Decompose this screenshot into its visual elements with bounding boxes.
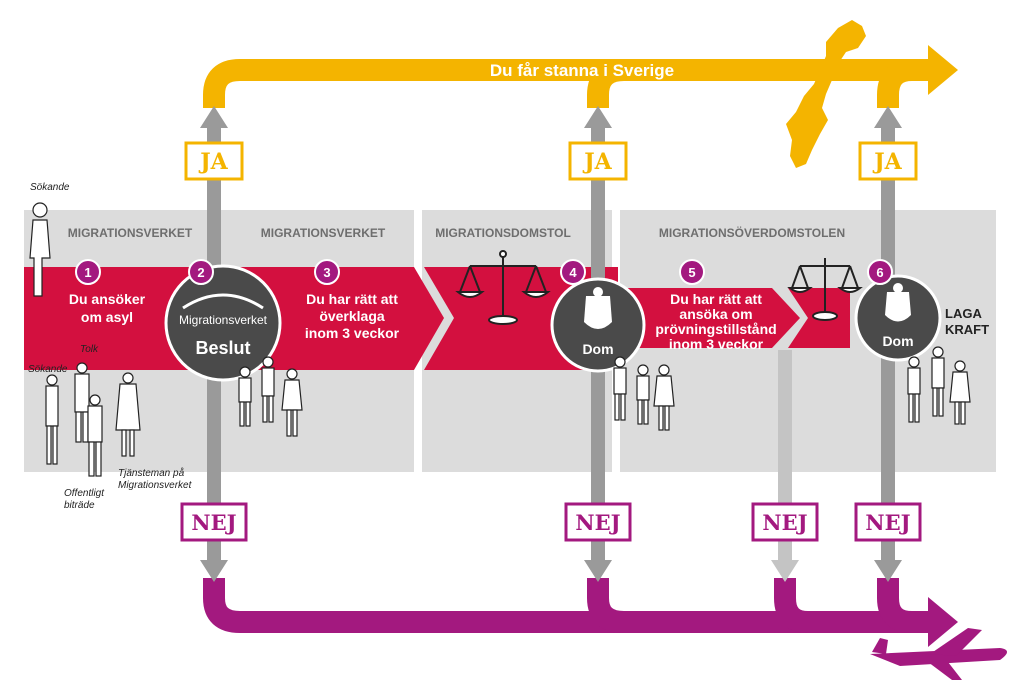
ja-box-4 [568, 141, 628, 181]
migrationsverket-logo-arc [182, 293, 264, 310]
yes-path-line [203, 59, 930, 108]
panel-title-2: MIGRATIONSVERKET [261, 226, 386, 240]
step-2-badge [188, 259, 214, 285]
court-emblem-icon [584, 287, 612, 329]
step-6-number: 6 [876, 265, 883, 280]
note-sokande-top: Sökande [30, 182, 70, 193]
scales-icon-2 [787, 258, 863, 321]
no-path-branch-6 [877, 578, 913, 633]
step-1-number: 1 [84, 265, 91, 280]
note-tolk: Tolk [80, 344, 99, 355]
step-3-number: 3 [323, 265, 330, 280]
yes-path-arrowhead [928, 45, 958, 95]
note-sokande-bottom: Sökande [28, 364, 68, 375]
nej-label-5: NEJ [762, 510, 807, 535]
yes-path: Du får stanna i Sverige [203, 20, 958, 168]
no-path-line [203, 578, 930, 633]
nej-box-6 [854, 502, 922, 542]
step-3: 3 Du har rätt att överklaga inom 3 vecko… [305, 259, 400, 341]
person-icon [29, 202, 51, 297]
nej-box-2 [180, 502, 248, 542]
step-1-line-1: Du ansöker [69, 291, 146, 307]
no-path-arrowhead [928, 597, 958, 647]
nej-box-4 [564, 502, 632, 542]
ja-labels: JA JA JA [184, 141, 918, 181]
migrationsverket-logo-text: Migrationsverket [179, 313, 268, 327]
person-icon-group-4 [907, 346, 971, 425]
step-6-badge [867, 259, 893, 285]
note-offentligt-1: Offentligt [64, 488, 105, 499]
step-5-badge [679, 259, 705, 285]
ja-box-6 [858, 141, 918, 181]
note-tjansteman-2: Migrationsverket [118, 480, 193, 491]
step-5-line-4: inom 3 veckor [669, 336, 764, 352]
nej-label-2: NEJ [191, 510, 236, 535]
no-path-branch-5 [774, 578, 809, 633]
step-1: 1 Du ansöker om asyl [69, 259, 146, 325]
step-1-line-2: om asyl [81, 309, 133, 325]
court-emblem-icon-2 [885, 283, 911, 322]
dom-label-6: Dom [882, 333, 913, 349]
step-3-badge [314, 259, 340, 285]
panel-title-3: MIGRATIONSDOMSTOL [435, 226, 571, 240]
step-6: Dom 6 LAGA KRAFT [854, 259, 989, 362]
sweden-map-icon [786, 20, 866, 168]
dom-label-4: Dom [582, 341, 613, 357]
nej-labels: NEJ NEJ NEJ NEJ [180, 502, 922, 542]
step-5: 5 Du har rätt att ansöka om prövningstil… [655, 259, 777, 352]
ja-box-2 [184, 141, 244, 181]
yes-path-branch-6 [877, 59, 913, 108]
step-3-line-3: inom 3 veckor [305, 325, 400, 341]
step-4-badge [560, 259, 586, 285]
scales-icon [455, 250, 551, 325]
person-icon-group-3 [613, 356, 675, 431]
step-5-number: 5 [688, 265, 695, 280]
step-5-line-3: prövningstillstånd [655, 321, 776, 337]
beslut-label: Beslut [195, 338, 250, 358]
ja-label-2: JA [198, 149, 228, 175]
people-figures [29, 202, 971, 477]
yes-path-label: Du får stanna i Sverige [490, 61, 674, 80]
nej-box-5 [751, 502, 819, 542]
beslut-circle [164, 264, 282, 382]
step-5-line-1: Du har rätt att [670, 291, 762, 307]
person-icon-group-2 [238, 356, 303, 437]
ja-label-4: JA [582, 149, 612, 175]
laga-kraft-line-1: LAGA [945, 306, 982, 321]
step-4: Dom 4 [550, 259, 646, 373]
no-path-branch-4 [587, 578, 625, 633]
step-3-line-1: Du har rätt att [306, 291, 398, 307]
no-path [203, 578, 1007, 680]
ja-label-6: JA [872, 149, 902, 175]
nej-label-4: NEJ [575, 510, 620, 535]
airplane-icon [870, 628, 1007, 680]
panel-title-1: MIGRATIONSVERKET [68, 226, 193, 240]
figure-notes: Sökande Sökande Tolk Tjänsteman på Migra… [28, 182, 193, 511]
laga-kraft-line-2: KRAFT [945, 322, 989, 337]
yes-path-branch-4 [587, 59, 625, 108]
person-icon-group-1 [45, 362, 141, 477]
step-1-badge [75, 259, 101, 285]
panel-title-4: MIGRATIONSÖVERDOMSTOLEN [659, 225, 845, 240]
step-5-line-2: ansöka om [679, 306, 752, 322]
step-2-number: 2 [197, 265, 204, 280]
note-tjansteman-1: Tjänsteman på [118, 467, 185, 479]
note-offentligt-2: biträde [64, 500, 95, 511]
step-2: Migrationsverket Beslut 2 [164, 259, 282, 382]
nej-label-6: NEJ [865, 510, 910, 535]
step-4-number: 4 [569, 265, 577, 280]
step-3-line-2: överklaga [319, 308, 385, 324]
